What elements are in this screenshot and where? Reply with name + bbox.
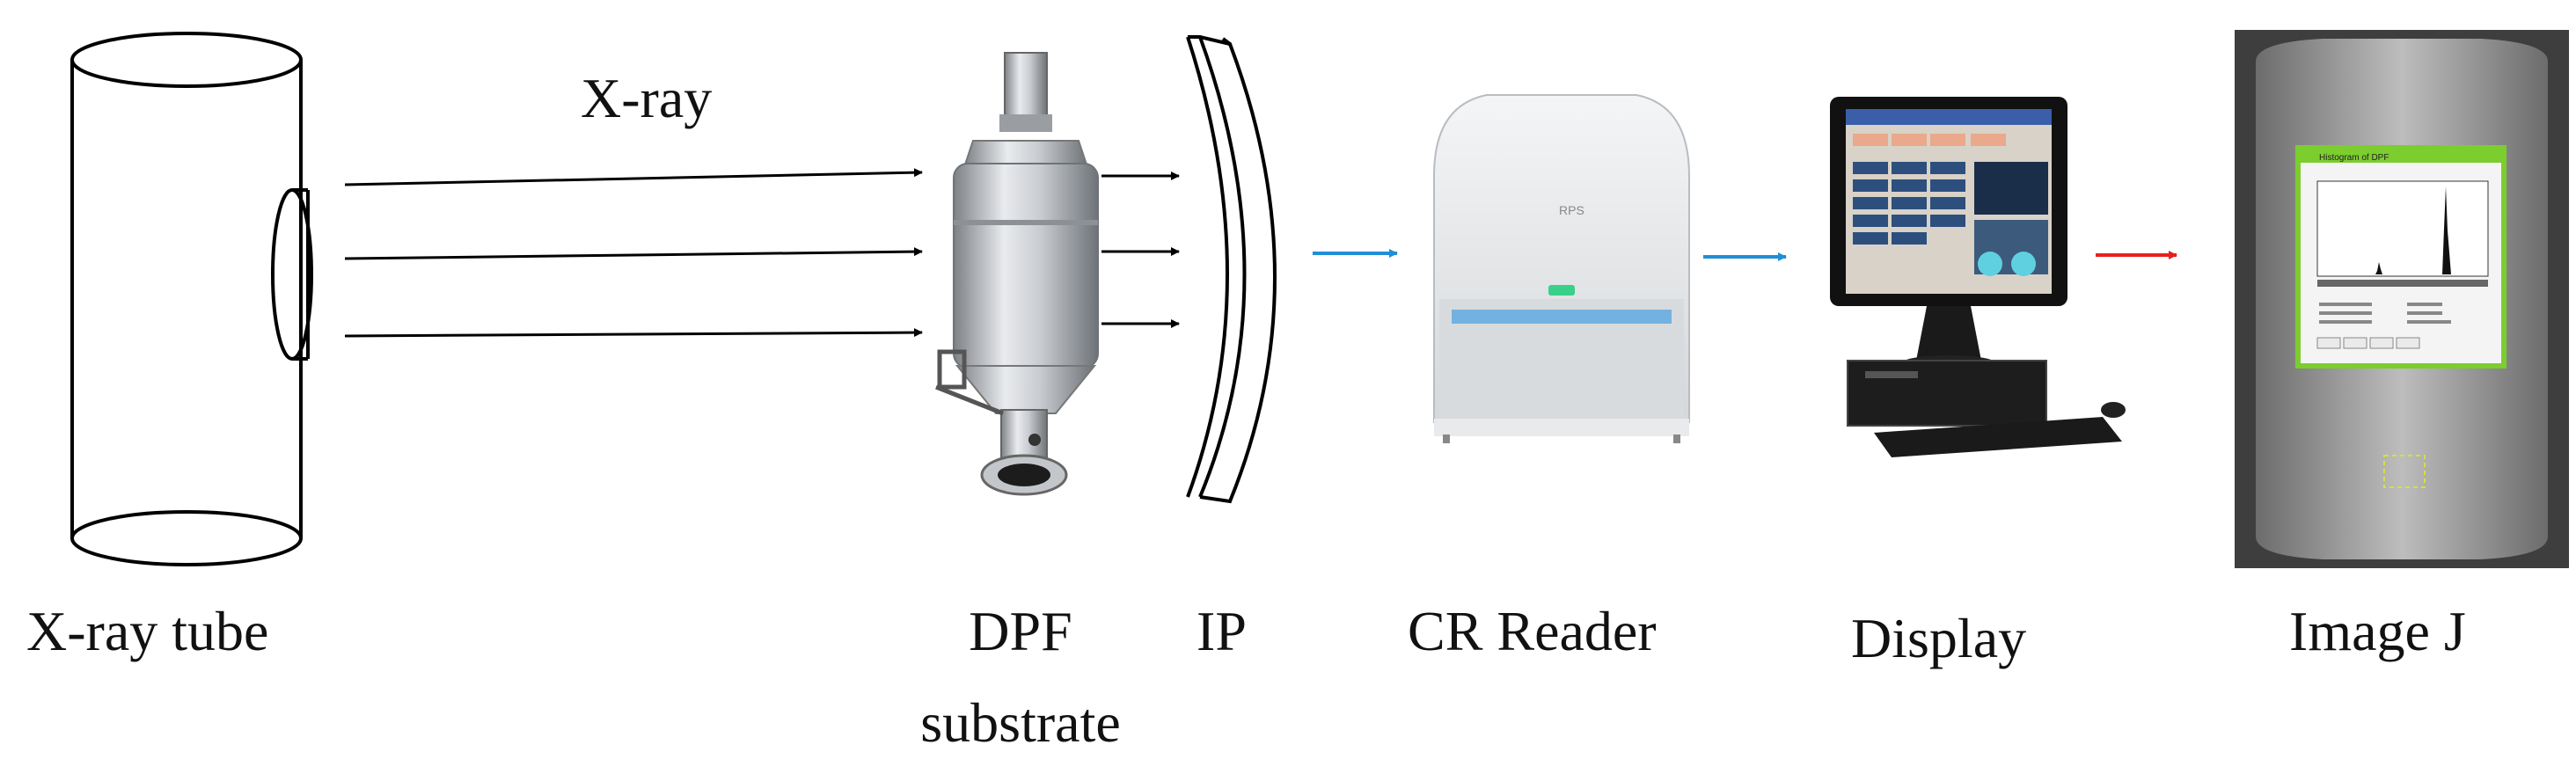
imagej-label: Image J — [2289, 600, 2466, 662]
xray-tube-label: X-ray tube — [26, 600, 269, 662]
cr-reader-label: CR Reader — [1408, 600, 1657, 662]
svg-text:RPS: RPS — [1559, 203, 1584, 217]
xray-beam-arrows — [344, 168, 923, 338]
dpf-substrate-label-line2: substrate — [920, 691, 1121, 754]
cr-reader-image: RPS — [1433, 94, 1690, 443]
display-label: Display — [1851, 607, 2027, 669]
imaging-plate-drawing — [1186, 35, 1277, 504]
ip-label: IP — [1197, 600, 1247, 662]
dpf-substrate-label-line1: DPF — [969, 600, 1072, 662]
dpf-substrate-image — [935, 52, 1099, 496]
display-computer-image — [1830, 97, 2126, 457]
histogram-title: Histogram of DPF — [2319, 153, 2389, 163]
histogram-window: Histogram of DPF — [2295, 145, 2506, 369]
xray-label: X-ray — [581, 67, 713, 129]
xray-tube-drawing — [70, 32, 313, 566]
dpf-to-ip-arrows — [1101, 172, 1180, 328]
